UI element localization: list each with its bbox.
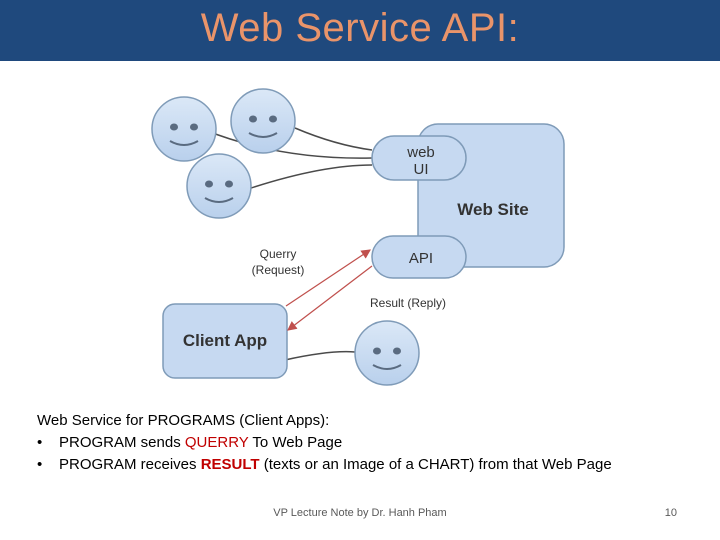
bullet-1-suffix: To Web Page xyxy=(248,434,343,451)
smiley-face-icon xyxy=(354,320,420,386)
client-app-box xyxy=(162,303,288,379)
request-label-line1: Querry xyxy=(260,247,297,261)
connector-clientapp-face xyxy=(284,350,356,361)
bullet-item-1: • PROGRAM sends QUERRY To Web Page xyxy=(37,432,697,454)
connector-face2-webui xyxy=(294,127,373,151)
client-app-label: Client App xyxy=(183,331,267,350)
bullet-symbol: • xyxy=(37,456,43,473)
title-bar: Web Service API: xyxy=(0,0,720,61)
reply-label: Result (Reply) xyxy=(370,296,446,310)
bullet-1-highlight: QUERRY xyxy=(184,434,249,451)
bullet-2-highlight: RESULT xyxy=(200,456,260,473)
request-arrow xyxy=(285,249,371,307)
slide-footer: VP Lecture Note by Dr. Hanh Pham xyxy=(273,507,447,519)
request-reply-arrows xyxy=(285,249,373,331)
slide-body: Web Service for PROGRAMS (Client Apps): … xyxy=(37,410,697,476)
request-label-line2: (Request) xyxy=(252,263,305,277)
connector-face1-webui xyxy=(204,129,373,159)
web-ui-label-line2: UI xyxy=(414,161,429,178)
connector-face3-webui xyxy=(244,164,373,191)
web-site-label: Web Site xyxy=(457,200,528,219)
slide-title: Web Service API: xyxy=(200,6,520,50)
reply-arrow xyxy=(287,265,373,331)
api-box xyxy=(371,235,467,279)
bullet-2-prefix: PROGRAM receives xyxy=(59,456,201,473)
api-label: API xyxy=(409,250,433,267)
web-ui-label-line1: web xyxy=(406,144,435,161)
body-heading: Web Service for PROGRAMS (Client Apps): xyxy=(37,412,330,429)
bullet-2-suffix: (texts or an Image of a CHART) from that… xyxy=(259,456,612,473)
bullet-item-2: • PROGRAM receives RESULT (texts or an Im… xyxy=(37,454,697,476)
bullet-1-prefix: PROGRAM sends xyxy=(59,434,185,451)
web-service-diagram: Web Site web UI API Client App Querry (R… xyxy=(151,88,565,386)
bullet-symbol: • xyxy=(37,434,43,451)
smiley-face-icon xyxy=(186,153,252,219)
page-number: 10 xyxy=(664,507,677,519)
smiley-face-icon xyxy=(151,96,217,162)
web-ui-box xyxy=(371,135,467,181)
smiley-face-icon xyxy=(230,88,296,154)
connector-lines xyxy=(204,127,373,361)
